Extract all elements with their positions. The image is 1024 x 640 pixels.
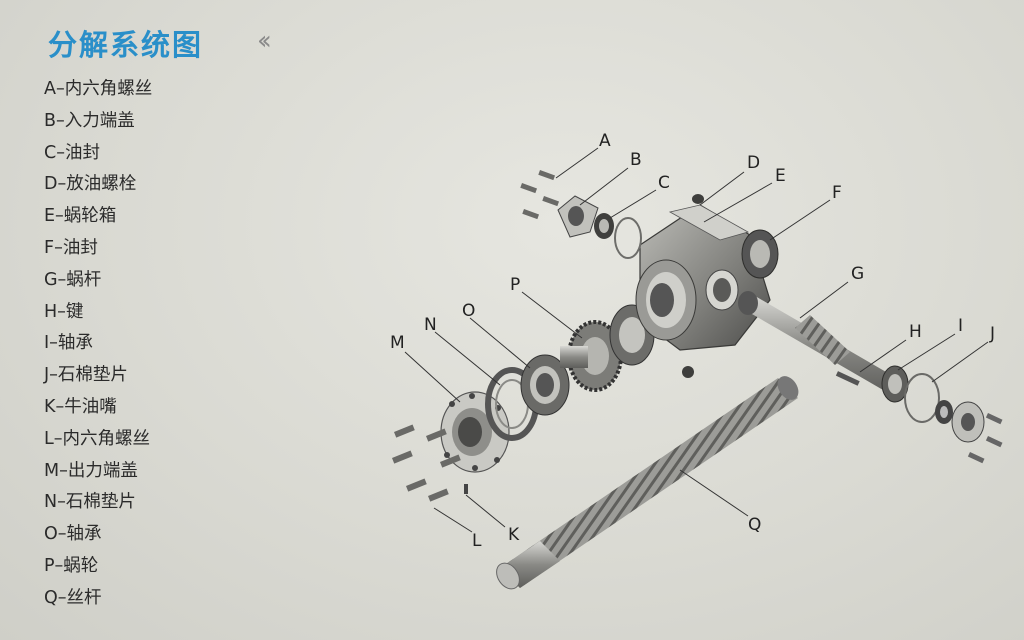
- callout-i: I: [958, 316, 963, 336]
- callout-q: Q: [748, 515, 761, 535]
- page-title: 分解系统图: [48, 28, 204, 62]
- legend-item-n: N–石棉垫片: [44, 492, 136, 513]
- callout-b: B: [630, 150, 642, 170]
- legend-item-e: E–蜗轮箱: [44, 206, 117, 227]
- part-o-bearing: [520, 354, 570, 416]
- part-c-oil-seal: [594, 213, 614, 239]
- part-p-worm-gear: [560, 320, 623, 392]
- legend-item-f: F–油封: [44, 237, 98, 258]
- part-input-cap-right: [935, 400, 985, 443]
- legend-item-j: J–石棉垫片: [44, 365, 128, 386]
- callout-a: A: [599, 131, 611, 151]
- parts-legend: A–内六角螺丝 B–入力端盖 C–油封 D–放油螺栓 E–蜗轮箱 F–油封 G–…: [44, 74, 152, 615]
- legend-item-d: D–放油螺栓: [44, 174, 137, 195]
- callout-f: F: [832, 183, 842, 203]
- legend-item-p: P–蜗轮: [44, 555, 99, 576]
- callout-n: N: [424, 315, 437, 335]
- legend-item-g: G–蜗杆: [44, 269, 102, 290]
- callout-o: O: [462, 301, 475, 321]
- part-f-oil-seal: [741, 229, 779, 279]
- part-e-worm-box: [635, 204, 771, 351]
- part-q-lead-screw: [496, 376, 799, 590]
- part-j-gasket: [904, 373, 940, 423]
- callout-h: H: [909, 322, 922, 342]
- legend-item-h: H–键: [44, 301, 84, 322]
- callout-j: J: [989, 324, 995, 344]
- legend-item-a: A–内六角螺丝: [44, 79, 153, 99]
- callout-l: L: [472, 531, 482, 551]
- callout-e: E: [775, 166, 786, 186]
- part-bolts-right: [967, 413, 1003, 464]
- legend-item-i: I–轴承: [44, 333, 93, 354]
- part-gasket-input: [614, 217, 642, 259]
- part-b-input-cap: [557, 195, 599, 238]
- callout-d: D: [747, 153, 760, 173]
- legend-item-l: L–内六角螺丝: [44, 428, 150, 449]
- callout-m: M: [390, 333, 405, 353]
- legend-item-m: M–出力端盖: [44, 460, 138, 481]
- legend-item-c: C–油封: [44, 142, 100, 163]
- part-l-bolts: [392, 424, 461, 502]
- callout-c: C: [658, 173, 670, 193]
- part-k-grease-nipple: [464, 484, 468, 494]
- legend-item-o: O–轴承: [44, 524, 102, 545]
- legend-item-b: B–入力端盖: [44, 110, 135, 131]
- callout-labels: A B C D E F G H I J K L M N O P Q: [390, 131, 995, 551]
- leader-lines: [404, 147, 989, 533]
- part-i-bearing: [881, 365, 909, 403]
- callout-p: P: [510, 275, 520, 295]
- part-a-bolts: [520, 169, 560, 220]
- callout-g: G: [851, 264, 864, 284]
- part-g-worm-shaft: [738, 291, 900, 394]
- legend-item-k: K–牛油嘴: [44, 396, 117, 417]
- callout-k: K: [508, 525, 520, 545]
- part-drain-plug-bottom: [682, 366, 694, 378]
- legend-item-q: Q–丝杆: [44, 587, 102, 608]
- part-m-output-cap: [440, 391, 510, 473]
- part-d-drain-plug: [692, 194, 704, 204]
- part-h-key: [835, 371, 860, 386]
